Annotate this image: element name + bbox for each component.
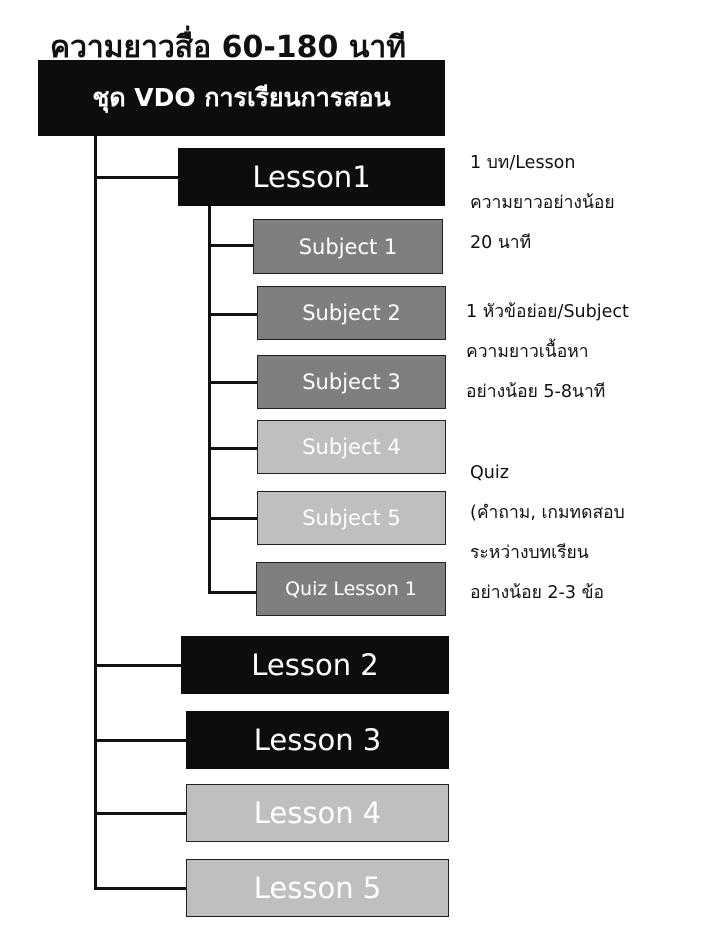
branch-subject4 [208, 447, 258, 450]
branch-lesson5 [94, 887, 187, 890]
lesson5-label: Lesson 5 [253, 871, 382, 905]
quiz-node: Quiz Lesson 1 [256, 562, 446, 616]
subject-node: Subject 5 [257, 491, 446, 545]
subject-node: Subject 1 [253, 219, 443, 274]
branch-quiz [208, 591, 258, 594]
quiz-note-line: (คำถาม, เกมทดสอบ [470, 503, 625, 523]
branch-subject2 [208, 313, 258, 316]
subject-label: Subject 2 [302, 301, 401, 325]
lesson1-trunk-line [208, 205, 211, 594]
quiz-note-line: Quiz [470, 463, 509, 483]
quiz-note-line: ระหว่างบทเรียน [470, 543, 589, 563]
subject-note: 1 หัวข้อย่อย/Subject ความยาวเนื้อหา อย่า… [466, 292, 629, 412]
subject-label: Subject 5 [302, 506, 401, 530]
subject-note-line: 1 หัวข้อย่อย/Subject [466, 302, 629, 322]
branch-lesson2 [94, 664, 182, 667]
lesson-note: 1 บท/Lesson ความยาวอย่างน้อย 20 นาที [470, 143, 615, 263]
subject-note-line: ความยาวเนื้อหา [466, 342, 589, 362]
quiz-note-line: อย่างน้อย 2-3 ข้อ [470, 583, 605, 603]
lesson-note-line: 1 บท/Lesson [470, 153, 576, 173]
branch-lesson4 [94, 812, 187, 815]
lesson2-label: Lesson 2 [251, 648, 379, 682]
subject-node: Subject 3 [257, 355, 446, 409]
lesson3-label: Lesson 3 [253, 723, 382, 757]
lesson2-node: Lesson 2 [181, 636, 449, 694]
lesson4-label: Lesson 4 [253, 796, 382, 830]
subject-label: Subject 3 [302, 370, 401, 394]
branch-subject1 [208, 244, 254, 247]
subject-label: Subject 4 [302, 435, 401, 459]
branch-lesson1 [94, 176, 180, 179]
lesson4-node: Lesson 4 [186, 784, 449, 842]
lesson3-node: Lesson 3 [186, 711, 449, 769]
subject-label: Subject 1 [298, 234, 398, 259]
lesson1-node: Lesson1 [178, 148, 445, 206]
branch-subject3 [208, 381, 258, 384]
lesson-note-line: 20 นาที [470, 233, 532, 253]
quiz-label: Quiz Lesson 1 [285, 578, 417, 600]
quiz-note: Quiz (คำถาม, เกมทดสอบ ระหว่างบทเรียน อย่… [470, 453, 625, 613]
subject-node: Subject 2 [257, 286, 446, 340]
branch-lesson3 [94, 739, 187, 742]
root-label: ชุด VDO การเรียนการสอน [92, 83, 391, 112]
subject-node: Subject 4 [257, 420, 446, 474]
trunk-line [94, 135, 97, 890]
subject-note-line: อย่างน้อย 5-8นาที [466, 382, 606, 402]
branch-subject5 [208, 517, 258, 520]
root-node: ชุด VDO การเรียนการสอน [38, 60, 445, 136]
diagram-title: ความยาวสื่อ 60-180 นาที [50, 30, 406, 65]
lesson-note-line: ความยาวอย่างน้อย [470, 193, 615, 213]
lesson1-label: Lesson1 [252, 160, 371, 194]
lesson5-node: Lesson 5 [186, 859, 449, 917]
